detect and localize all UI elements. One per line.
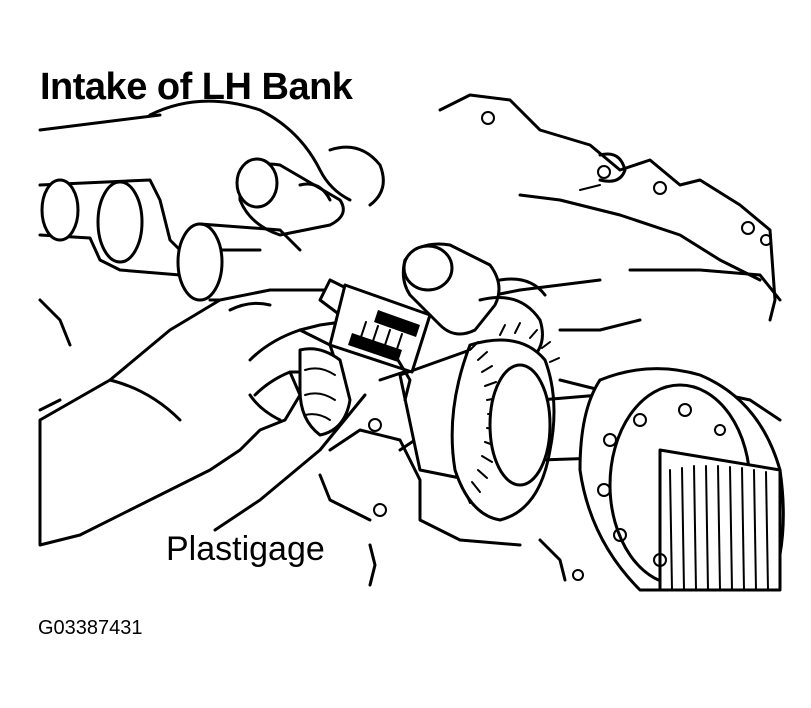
figure-id: G03387431 xyxy=(38,617,143,639)
label-bracket xyxy=(368,543,377,587)
timing-pulley xyxy=(572,367,785,592)
pulley-teeth xyxy=(669,465,769,591)
technician-hand xyxy=(38,278,367,547)
upper-camshaft xyxy=(38,99,385,302)
plastigage-label: Plastigage xyxy=(162,532,329,566)
callout-leader-line xyxy=(213,393,367,532)
plastigage-strip xyxy=(328,283,432,402)
cylinder-head-outline xyxy=(38,93,782,588)
diagram-title: Intake of LH Bank xyxy=(40,66,353,108)
valve-lifters xyxy=(401,242,547,362)
